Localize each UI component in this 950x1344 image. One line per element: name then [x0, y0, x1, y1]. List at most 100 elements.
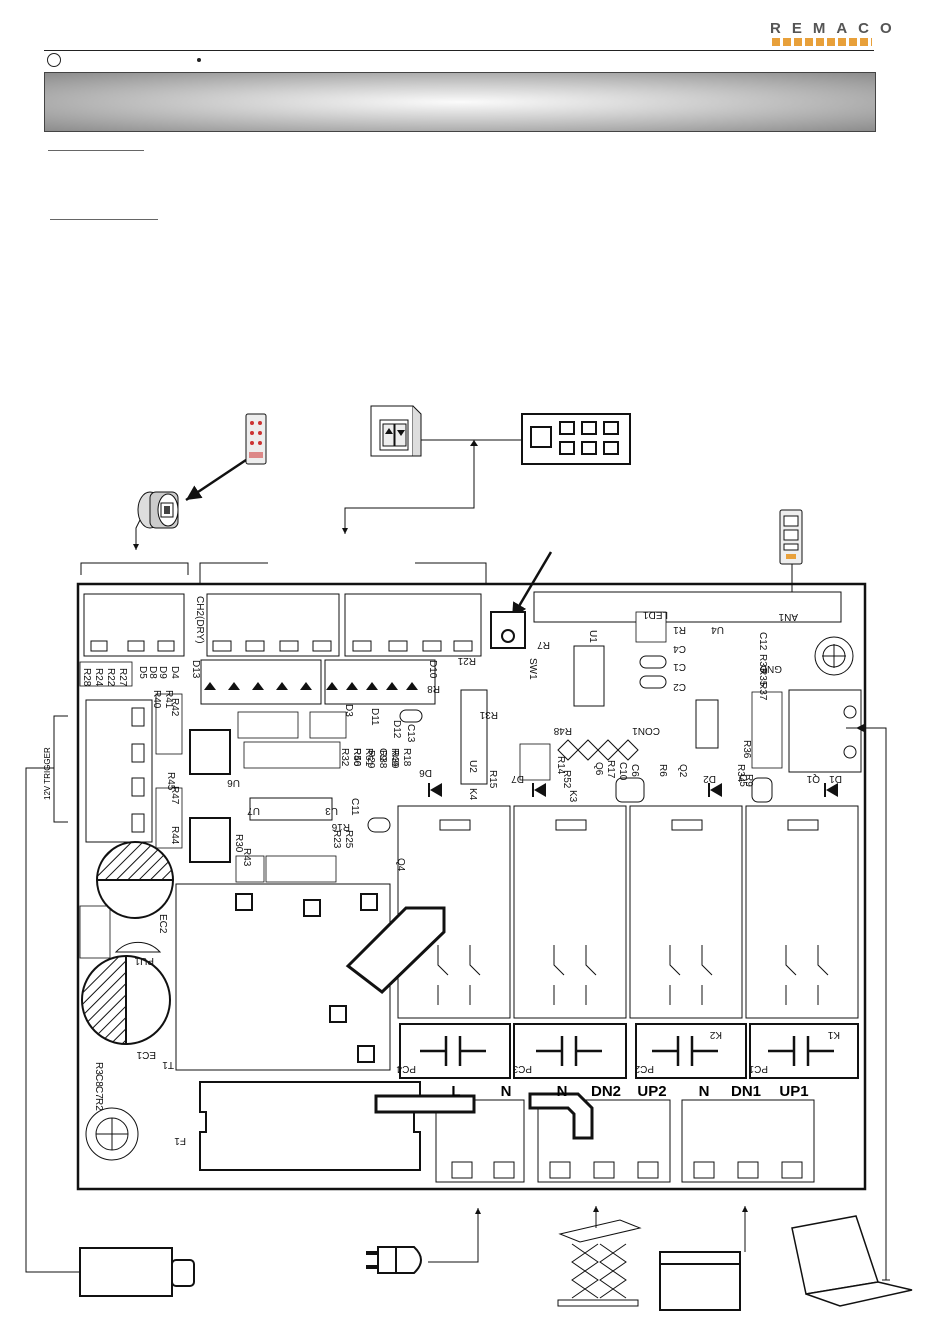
- silkscreen-label: R37: [757, 682, 768, 701]
- ir-remote-icon: [245, 413, 267, 465]
- silkscreen-label: R44: [169, 826, 180, 845]
- silkscreen-label: D2: [703, 773, 716, 784]
- terminal-label: DN2: [591, 1083, 621, 1100]
- silkscreen-label: AN1: [778, 611, 798, 622]
- silkscreen-label: R22: [105, 668, 116, 687]
- projector-screen-icon: [659, 1251, 741, 1311]
- silkscreen-label: R40: [151, 690, 162, 709]
- silkscreen-label: R50: [351, 748, 362, 767]
- silkscreen-label: R2: [93, 1098, 104, 1111]
- silkscreen-label: U7: [247, 805, 260, 816]
- silkscreen-label: R46: [351, 748, 362, 767]
- rf-remote-icon: [779, 509, 803, 565]
- silkscreen-label: R16: [331, 821, 350, 832]
- silkscreen-label: R1: [673, 624, 686, 635]
- silkscreen-label: EC1: [136, 1049, 156, 1060]
- silkscreen-label: SW1: [527, 658, 538, 680]
- silkscreen-label: PC1: [748, 1063, 768, 1074]
- silkscreen-label: R29: [365, 750, 376, 769]
- terminal-label: N: [501, 1083, 512, 1100]
- silkscreen-label: R24: [93, 668, 104, 687]
- silkscreen-label: Q2: [677, 764, 688, 778]
- brand-logo: REMACO: [770, 20, 903, 37]
- silkscreen-label: C8: [93, 1074, 104, 1087]
- silkscreen-label: C1: [673, 661, 686, 672]
- silkscreen-label: C5: [737, 774, 748, 787]
- silkscreen-label: C11: [349, 798, 360, 816]
- silkscreen-label: C12: [757, 632, 768, 651]
- silkscreen-label: R31: [479, 709, 498, 720]
- silkscreen-label: C9: [377, 748, 388, 761]
- terminal-label: L: [451, 1083, 460, 1100]
- terminal-label: UP2: [637, 1083, 666, 1100]
- silkscreen-label: R47: [169, 786, 180, 805]
- page-dot-mark: [197, 58, 201, 62]
- silkscreen-label: D8: [147, 666, 158, 679]
- silkscreen-label: U4: [711, 624, 724, 635]
- silkscreen-label: D5: [137, 666, 148, 679]
- silkscreen-label: R23: [331, 830, 342, 849]
- silkscreen-label: K4: [467, 788, 478, 801]
- silkscreen-label: Q6: [593, 762, 604, 776]
- silkscreen-label: D7: [511, 773, 524, 784]
- laptop-icon: [791, 1215, 913, 1307]
- silkscreen-label: PC2: [634, 1063, 654, 1074]
- silkscreen-label: C4: [673, 643, 686, 654]
- silkscreen-label: R43: [241, 848, 252, 867]
- ir-eye-icon: [137, 491, 179, 529]
- silkscreen-label: D6: [419, 767, 432, 778]
- silkscreen-label: R18: [401, 748, 412, 767]
- silkscreen-label: C13: [405, 724, 416, 743]
- silkscreen-label: R28: [81, 668, 92, 687]
- silkscreen-label: D13: [190, 660, 201, 679]
- silkscreen-label: U6: [227, 777, 240, 788]
- silkscreen-label: R48: [553, 725, 572, 736]
- silkscreen-label: K3: [567, 790, 578, 803]
- silkscreen-label: EC2: [157, 914, 168, 934]
- silkscreen-label: R3: [93, 1062, 104, 1075]
- silkscreen-label: R36: [741, 740, 752, 759]
- silkscreen-label: Q4: [395, 858, 406, 872]
- silkscreen-label: Q1: [806, 773, 820, 784]
- silkscreen-label: R39: [389, 750, 400, 769]
- terminal-label: N: [557, 1083, 568, 1100]
- silkscreen-label: R6: [657, 764, 668, 777]
- terminal-label: N: [699, 1083, 710, 1100]
- silkscreen-label: U2: [467, 760, 478, 773]
- silkscreen-label: R8: [427, 683, 440, 694]
- silkscreen-label: R9: [743, 774, 754, 787]
- trigger-side-label: 12V TRIGGER: [43, 747, 52, 800]
- silkscreen-label: R35: [757, 668, 768, 687]
- silkscreen-label: R33: [757, 654, 768, 673]
- brand-logo-bar: [772, 38, 872, 46]
- silkscreen-label: C10: [617, 762, 628, 781]
- silkscreen-label: R42: [169, 698, 180, 717]
- silkscreen-label: CON1: [632, 725, 660, 736]
- silkscreen-label: D3: [343, 704, 354, 717]
- silkscreen-label: R14: [555, 756, 566, 775]
- title-banner: [44, 72, 876, 132]
- page-circle-mark: [47, 53, 61, 67]
- header-rule: [44, 50, 874, 51]
- silkscreen-label: R15: [487, 770, 498, 789]
- power-plug-icon: [366, 1246, 422, 1274]
- silkscreen-label: R21: [457, 655, 476, 666]
- silkscreen-label: C6: [629, 764, 640, 777]
- silkscreen-label: K1: [827, 1029, 840, 1040]
- control-board-outline: [76, 582, 867, 1191]
- silkscreen-label: R25: [343, 830, 354, 849]
- silkscreen-label: R49: [389, 748, 400, 767]
- silkscreen-label: K2: [709, 1029, 722, 1040]
- silkscreen-label: D1: [829, 773, 842, 784]
- wall-switch-icon: [370, 405, 422, 457]
- silkscreen-label: CH2(DRY): [194, 596, 205, 644]
- keypad-icon: [521, 413, 631, 465]
- silkscreen-label: R38: [377, 750, 388, 769]
- silkscreen-label: D10: [427, 660, 438, 679]
- silkscreen-label: PC4: [396, 1063, 416, 1074]
- terminal-label: UP1: [779, 1083, 808, 1100]
- silkscreen-label: R41: [163, 690, 174, 709]
- silkscreen-label: GND: [760, 663, 782, 674]
- silkscreen-label: R32: [339, 748, 350, 767]
